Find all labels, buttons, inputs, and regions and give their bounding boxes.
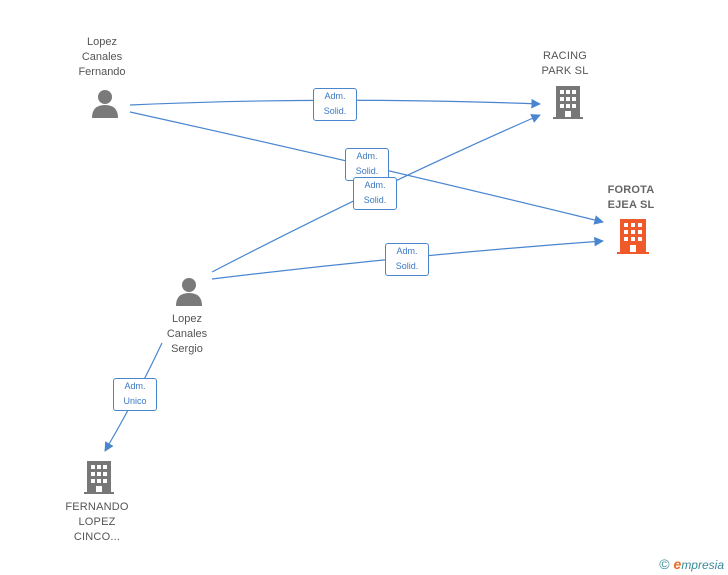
edge-label-sergio-fernandolopez[interactable]: Adm. Unico [113,378,157,411]
label-line: EJEA SL [607,199,655,211]
edge-label-line: Unico [123,396,147,406]
edge-label-sergio-racing[interactable]: Adm. Solid. [353,177,397,210]
label-line: RACING [543,50,587,62]
label-line: Sergio [171,343,203,355]
building-icon [617,219,649,254]
label-line: Canales [166,328,208,340]
edge-label-line: Adm. [124,381,146,391]
label-line: PARK SL [541,65,589,77]
copyright-icon: © [659,556,670,572]
empresia-logo[interactable]: © empresia [659,556,724,572]
company-racing-park-node[interactable] [553,84,583,120]
edge-label-sergio-forota[interactable]: Adm. Solid. [385,243,429,276]
label-line: FERNANDO [65,501,129,513]
edge-label-line: Adm. [364,180,386,190]
label-line: Lopez [87,36,117,48]
edge-label-line: Adm. [356,151,378,161]
person-sergio-label[interactable]: Lopez Canales Sergio [147,312,227,357]
label-line: FOROTA [607,184,655,196]
company-racing-park-label[interactable]: RACING PARK SL [525,49,605,79]
person-fernando-node[interactable] [90,88,120,120]
building-icon [553,86,583,119]
label-line: Canales [81,51,123,63]
edge-label-line: Solid. [395,261,419,271]
edge-label-fernando-racing[interactable]: Adm. Solid. [313,88,357,121]
building-icon [84,461,114,494]
person-icon [176,278,202,306]
brand-first-letter: e [673,556,682,572]
brand-rest: mpresia [681,558,724,572]
brand-wordmark: empresia [674,556,724,572]
person-sergio-node[interactable] [174,276,204,308]
edge-label-line: Solid. [323,106,347,116]
label-line: Lopez [172,313,202,325]
company-fernando-lopez-node[interactable] [84,459,114,495]
label-line: Fernando [78,66,126,78]
company-fernando-lopez-label[interactable]: FERNANDO LOPEZ CINCO... [57,500,137,545]
edge-label-line: Adm. [396,246,418,256]
label-line: LOPEZ [78,516,116,528]
edge-label-line: Solid. [363,195,387,205]
edge-label-line: Solid. [355,166,379,176]
person-icon [92,90,118,118]
label-line: CINCO... [73,531,121,543]
edge-label-fernando-forota[interactable]: Adm. Solid. [345,148,389,181]
person-fernando-label[interactable]: Lopez Canales Fernando [62,35,142,80]
company-forota-label[interactable]: FOROTA EJEA SL [591,183,671,213]
edge-label-line: Adm. [324,91,346,101]
company-forota-node[interactable] [617,217,649,255]
